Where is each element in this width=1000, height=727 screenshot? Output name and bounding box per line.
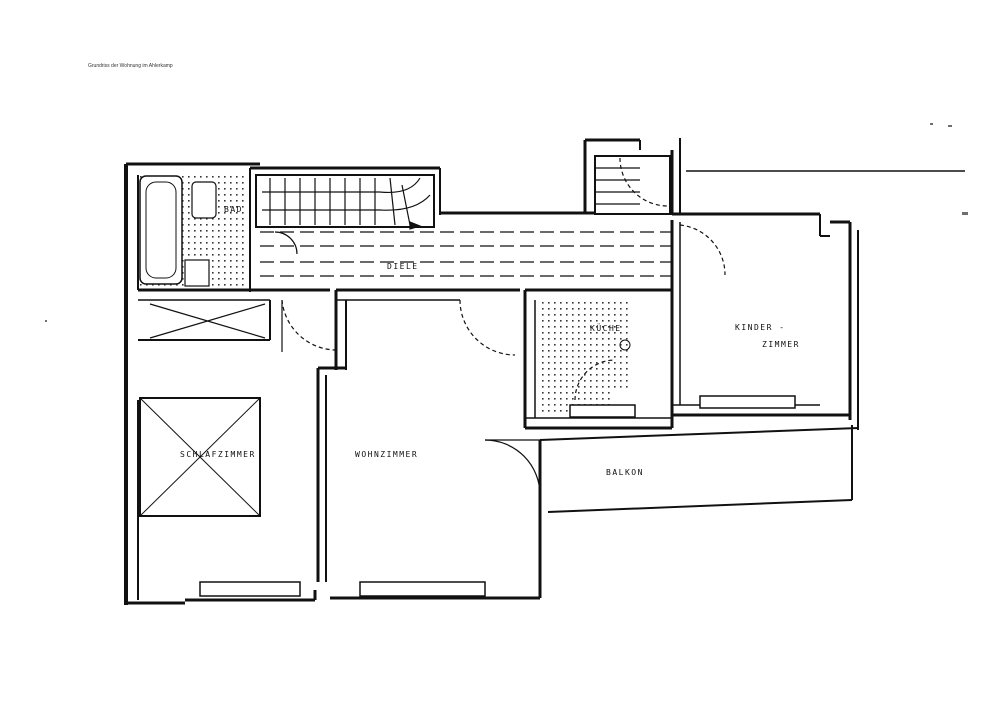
scan-noise: [45, 123, 968, 322]
diele-dashes: [260, 231, 672, 277]
bath-fixtures: [139, 175, 248, 288]
room-label-bad: BAD: [224, 205, 243, 214]
room-label-kinderzimmer-1: KINDER -: [735, 323, 786, 332]
interior-walls: [137, 168, 681, 600]
kitchen-fixtures: [538, 302, 632, 412]
room-label-kueche: KÜCHE: [590, 323, 622, 333]
plan-caption: Grundriss der Wohnung im Ahlerkamp: [88, 63, 173, 69]
room-label-schlafzimmer: SCHLAFZIMMER: [180, 450, 256, 459]
doors: [274, 224, 726, 496]
windows: [199, 395, 796, 597]
room-label-diele: DIELE: [387, 262, 419, 271]
wardrobe-cross: [149, 303, 266, 339]
room-label-kinderzimmer-2: ZIMMER: [762, 340, 800, 349]
room-label-balkon: BALKON: [606, 468, 644, 477]
outer-walls: [124, 138, 859, 605]
room-label-wohnzimmer: WOHNZIMMER: [355, 450, 418, 459]
entrance-stair: [594, 155, 671, 215]
bed: [139, 397, 261, 517]
staircase: [255, 174, 435, 230]
